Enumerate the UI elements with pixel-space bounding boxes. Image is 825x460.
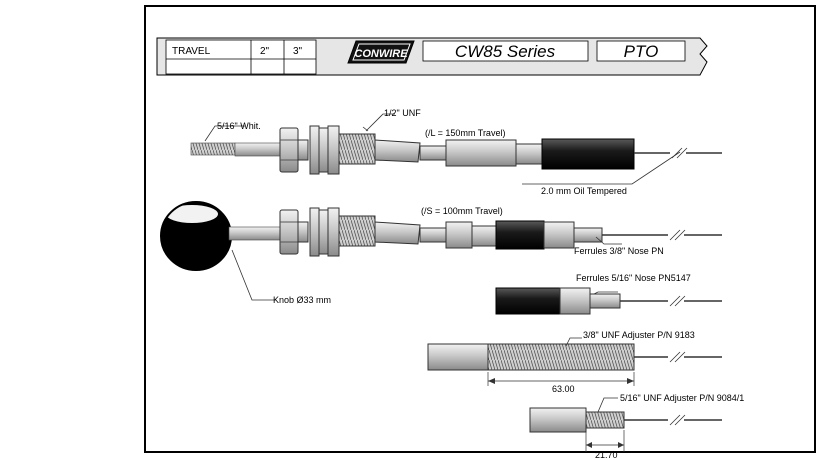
dimension-63: 63.00 — [552, 384, 575, 394]
callout-ferrules-5-16: Ferrules 5/16" Nose PN5147 — [576, 273, 691, 283]
title-travel-header: TRAVEL — [172, 46, 211, 57]
callout-is-travel: (/S = 100mm Travel) — [421, 206, 503, 216]
leader-lines — [204, 113, 681, 413]
logo-text: CONWIRE — [354, 48, 408, 60]
title-2in-header: 2" — [260, 46, 270, 57]
callout-whit: 5/16" Whit. — [217, 121, 261, 131]
dimension-21-70: 21.70 — [595, 450, 618, 460]
type-title: PTO — [624, 42, 659, 61]
callout-knob: Knob Ø33 mm — [273, 295, 331, 305]
callout-unf: 1/2" UNF — [384, 108, 421, 118]
title-3in-header: 3" — [293, 46, 303, 57]
conwire-logo: CONWIRE — [347, 40, 415, 64]
callout-adjuster-5-16: 5/16" UNF Adjuster P/N 9084/1 — [620, 393, 744, 403]
ferrule-5-16-detail — [495, 287, 722, 315]
title-block: TRAVEL 2" 3" CONWIRE CW85 Series PTO — [156, 37, 708, 76]
adjuster-3-8-detail — [427, 343, 722, 386]
callout-ferrules-3-8: Ferrules 3/8" Nose PN — [574, 246, 664, 256]
adjuster-5-16-detail — [529, 407, 722, 452]
series-title: CW85 Series — [455, 42, 556, 61]
callout-oil-tempered: 2.0 mm Oil Tempered — [541, 186, 627, 196]
cable-assembly-long — [190, 125, 722, 175]
callout-adjuster-3-8: 3/8" UNF Adjuster P/N 9183 — [583, 330, 695, 340]
cable-assembly-short — [160, 201, 722, 271]
callout-il-travel: (/L = 150mm Travel) — [425, 128, 505, 138]
